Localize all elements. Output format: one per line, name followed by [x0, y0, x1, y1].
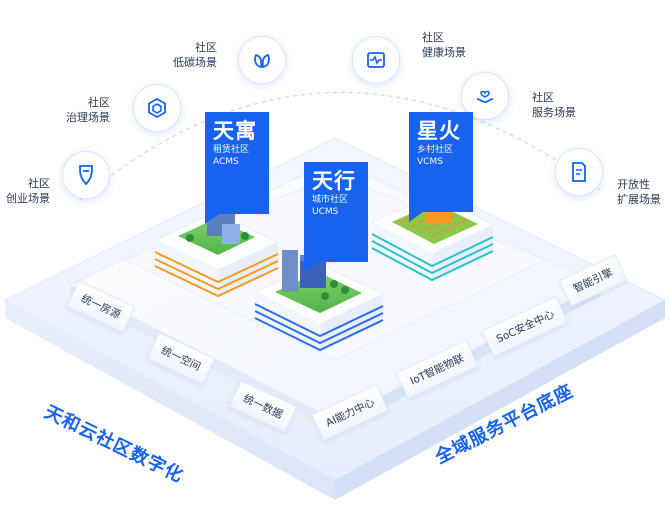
scene-arc	[79, 91, 601, 201]
product-name: 星火	[417, 119, 461, 143]
product-code: UCMS	[312, 207, 339, 217]
scene-label-health: 社区健康场景	[422, 31, 466, 59]
scene-lowcarbon-icon-circle[interactable]	[238, 36, 286, 84]
product-code: VCMS	[417, 157, 443, 167]
hand-heart-icon	[476, 90, 494, 103]
heartbeat-icon	[367, 52, 385, 68]
scene-label-extension: 开放性扩展场景	[617, 178, 661, 206]
base-left-side	[5, 300, 335, 500]
scene-label-lowcarbon: 社区低碳场景	[173, 41, 217, 69]
product-flag-acms[interactable]: 天寓 租赁社区 ACMS	[205, 112, 269, 224]
product-code: ACMS	[213, 157, 239, 167]
shield-badge-icon	[79, 165, 93, 186]
document-edit-icon	[572, 162, 586, 182]
scene-startup-icon-circle[interactable]	[62, 151, 110, 199]
base-right-side	[335, 300, 665, 500]
block-ucms	[253, 250, 385, 352]
product-name: 天行	[312, 169, 356, 193]
product-sub: 城市社区	[312, 195, 349, 205]
scene-label-service: 社区服务场景	[532, 91, 576, 119]
scene-label-governance: 社区治理场景	[66, 96, 110, 124]
scene-governance-icon-circle[interactable]	[133, 84, 181, 132]
scene-health-icon-circle[interactable]	[352, 36, 400, 84]
product-flag-ucms[interactable]: 天行 城市社区 UCMS	[304, 162, 368, 272]
scene-label-startup: 社区创业场景	[6, 177, 50, 205]
product-name: 天寓	[213, 119, 257, 143]
hexagon-icon	[148, 97, 166, 119]
product-sub: 乡村社区	[417, 145, 454, 155]
product-sub: 租赁社区	[213, 145, 250, 155]
leaf-icon	[254, 53, 270, 69]
scene-extension-icon-circle[interactable]	[555, 148, 603, 196]
product-flag-vcms[interactable]: 星火 乡村社区 VCMS	[409, 112, 473, 222]
